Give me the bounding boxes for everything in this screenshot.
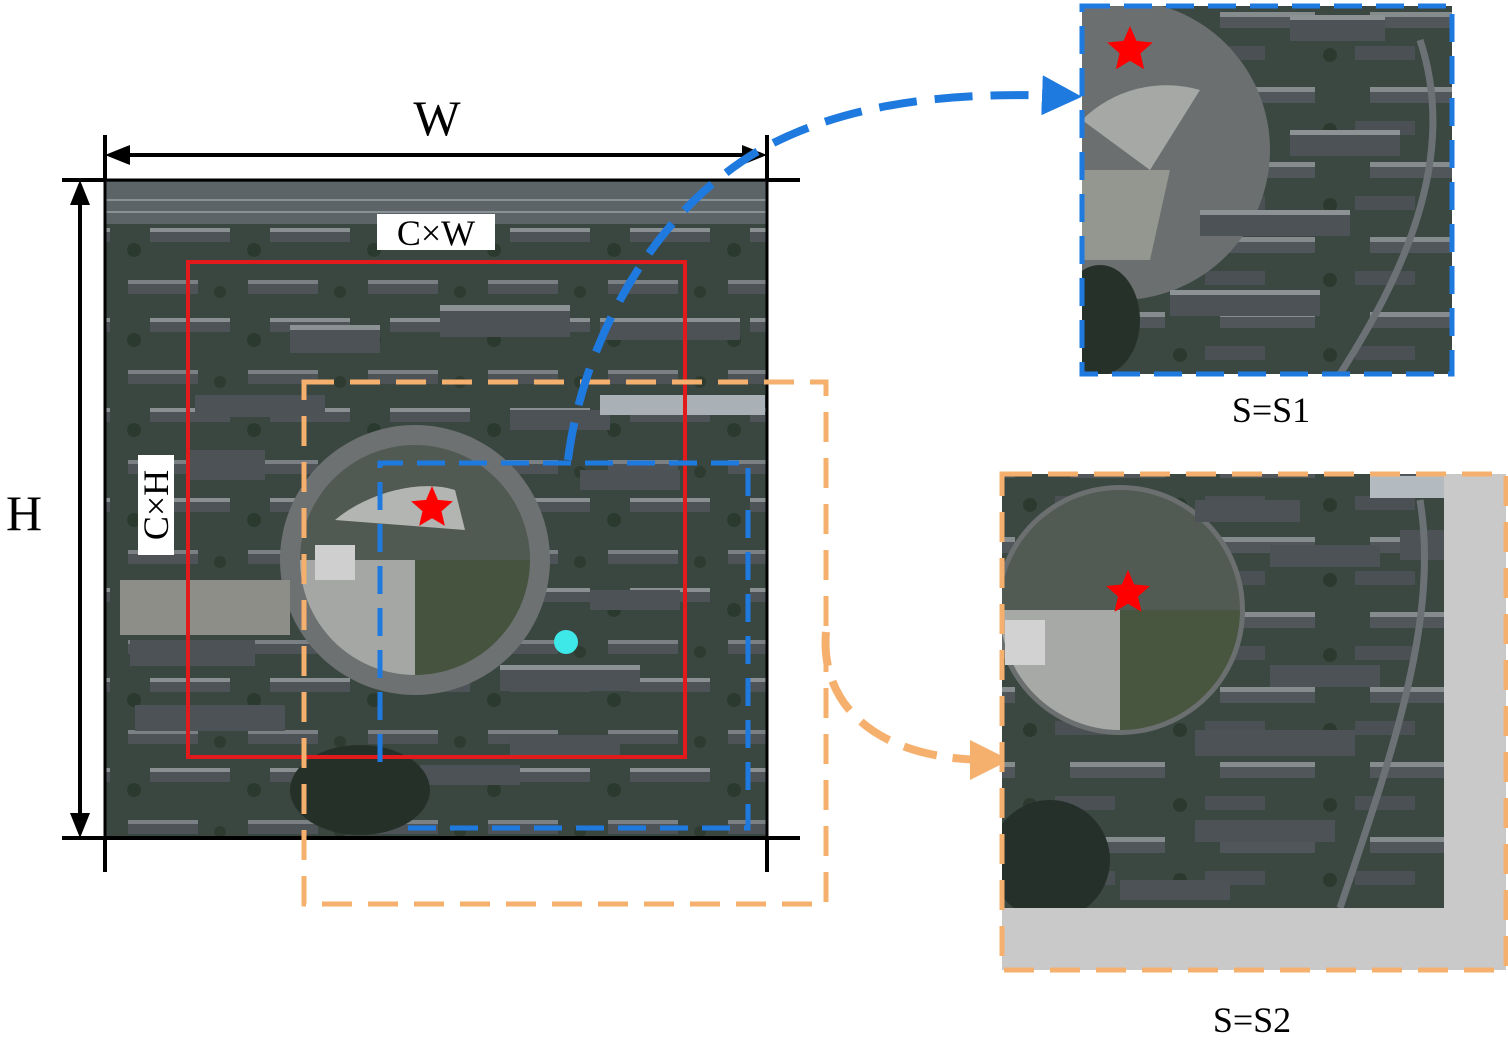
crop-height-label: C×H xyxy=(136,470,176,540)
crop-width-label-bg xyxy=(377,214,495,250)
crop-region-box xyxy=(186,260,687,759)
scale-1-crop-frame xyxy=(1079,3,1455,377)
height-dimension xyxy=(62,178,800,872)
scale-2-arrow xyxy=(821,631,1010,780)
star-icon xyxy=(411,486,453,526)
scale-1-crop-image xyxy=(1082,6,1452,374)
dot-icon xyxy=(554,630,578,654)
height-label: H xyxy=(6,485,42,541)
scale-2-crop-frame xyxy=(999,471,1508,973)
star-icon xyxy=(1106,570,1150,612)
scale-2-label: S=S2 xyxy=(1213,1000,1291,1040)
scale-1-box xyxy=(377,460,751,831)
scale-1-arrow xyxy=(564,75,1082,461)
star-icon xyxy=(1107,26,1153,70)
width-label: W xyxy=(413,90,461,146)
crop-width-label: C×W xyxy=(397,213,475,253)
scale-2-crop-image xyxy=(1002,474,1444,908)
scale-1-label: S=S1 xyxy=(1232,390,1310,430)
crop-height-label-bg xyxy=(138,455,174,555)
